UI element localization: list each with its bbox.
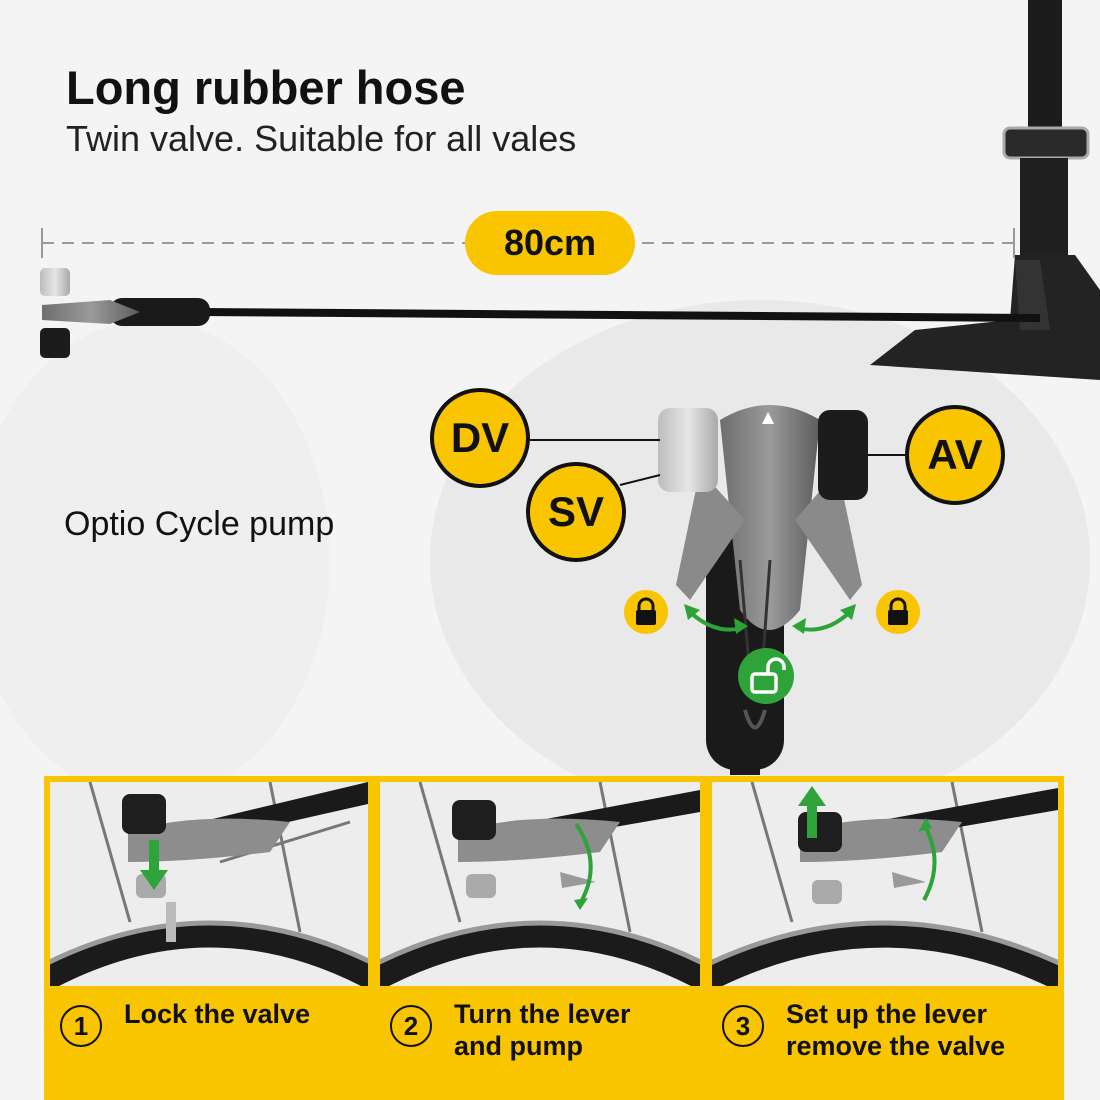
lock-icon	[624, 590, 668, 634]
step-photo	[380, 782, 700, 986]
pump-barrel	[1028, 0, 1062, 135]
page-title: Long rubber hose	[66, 61, 466, 114]
sv-valve-badge: SV	[526, 462, 626, 562]
step-photo	[712, 782, 1058, 986]
step-number: 2	[390, 1005, 432, 1047]
av-valve-badge: AV	[905, 405, 1005, 505]
step-number: 3	[722, 1005, 764, 1047]
step-text: Set up the lever remove the valve	[786, 999, 1006, 1061]
rotate-arrow-icon	[922, 827, 937, 901]
dv-sv-port	[658, 408, 718, 492]
product-name: Optio Cycle pump	[64, 505, 335, 543]
pressure-gauge-ring	[1002, 126, 1090, 160]
hose-length-badge: 80cm	[465, 211, 635, 275]
rotate-arrow-icon	[574, 822, 593, 901]
dv-valve-badge: DV	[430, 388, 530, 488]
step-panel-2: 2 Turn the lever and pump	[374, 776, 706, 1100]
rubber-hose	[199, 308, 1041, 322]
step-number: 1	[60, 1005, 102, 1047]
lock-icon	[876, 590, 920, 634]
step-panel-1: 1 Lock the valve	[44, 776, 374, 1100]
step-text: Turn the lever and pump	[454, 999, 631, 1061]
step-photo	[50, 782, 368, 986]
av-port	[818, 410, 868, 500]
page-subtitle: Twin valve. Suitable for all vales	[66, 118, 577, 159]
step-panel-3: 3 Set up the lever remove the valve	[706, 776, 1064, 1100]
unlock-icon	[738, 648, 794, 704]
step-text: Lock the valve	[124, 999, 311, 1029]
